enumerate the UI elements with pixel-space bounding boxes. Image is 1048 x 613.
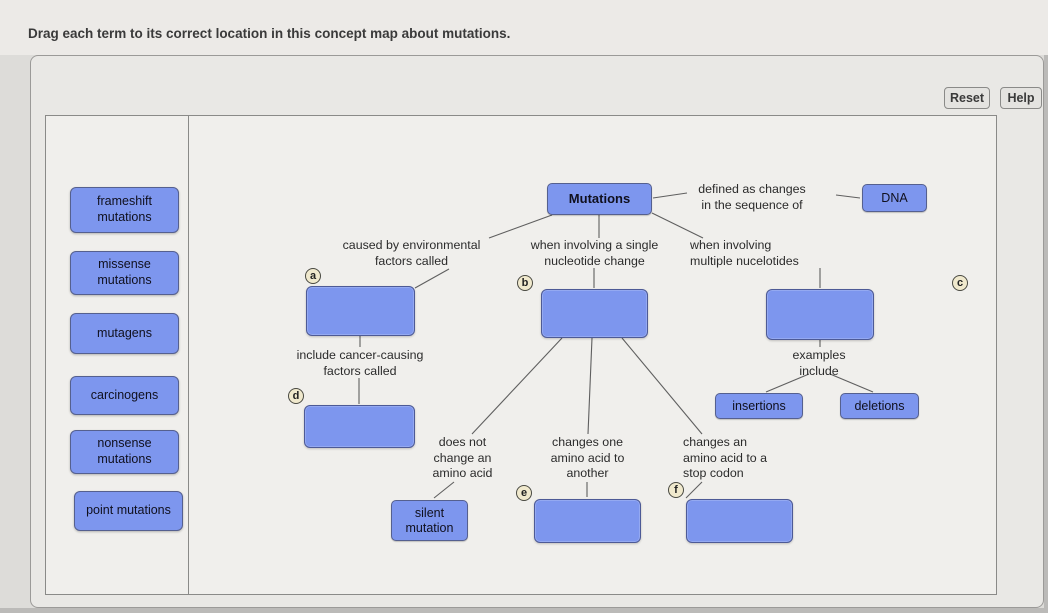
edge-defined-as: defined as changes in the sequence of [698, 182, 806, 212]
answer-slot-b[interactable] [541, 289, 648, 338]
answer-slot-c[interactable] [766, 289, 874, 340]
edge-changes-stop: changes an amino acid to a stop codon [683, 435, 768, 480]
term-tile-nonsense-mutations[interactable]: nonsense mutations [70, 430, 179, 474]
node-mutations: Mutations [547, 183, 652, 215]
term-tile-point-mutations[interactable]: point mutations [74, 491, 183, 531]
slot-letter-e: e [516, 485, 532, 501]
column-divider [188, 116, 189, 594]
connector-line [414, 268, 450, 289]
node-insertions: insertions [715, 393, 803, 419]
answer-slot-a[interactable] [306, 286, 415, 336]
slot-letter-f: f [668, 482, 684, 498]
page-background-band-bottom [0, 608, 1048, 613]
answer-slot-d[interactable] [304, 405, 415, 448]
connector-line [471, 337, 563, 435]
node-silent-mutation: silent mutation [391, 500, 468, 541]
slot-letter-c: c [952, 275, 968, 291]
answer-slot-f[interactable] [686, 499, 793, 543]
edge-single-nucleotide: when involving a single nucleotide chang… [530, 238, 659, 268]
edge-examples-include: examples include [792, 348, 846, 378]
connector-line [488, 214, 553, 239]
connector-line [685, 481, 703, 499]
term-tile-frameshift-mutations[interactable]: frameshift mutations [70, 187, 179, 233]
help-button[interactable]: Help [1000, 87, 1042, 109]
node-deletions: deletions [840, 393, 919, 419]
exercise-panel: Reset Help frameshift mutations [30, 55, 1044, 608]
slot-letter-d: d [288, 388, 304, 404]
slot-letter-b: b [517, 275, 533, 291]
answer-slot-e[interactable] [534, 499, 641, 543]
edge-does-not-change: does not change an amino acid [432, 435, 493, 480]
reset-button[interactable]: Reset [944, 87, 990, 109]
edge-changes-one: changes one amino acid to another [550, 435, 625, 480]
edge-multiple-nucleotides: when involving multiple nucelotides [690, 238, 799, 268]
slot-letter-a: a [305, 268, 321, 284]
page-header-band [0, 0, 1048, 55]
connector-line [621, 337, 703, 435]
term-tile-carcinogens[interactable]: carcinogens [70, 376, 179, 415]
instruction-text: Drag each term to its correct location i… [28, 26, 511, 41]
page-background-band-right [1044, 55, 1048, 613]
connector-line [651, 212, 704, 239]
term-tile-mutagens[interactable]: mutagens [70, 313, 179, 354]
node-dna: DNA [862, 184, 927, 212]
edge-cancer-causing: include cancer-causing factors called [296, 348, 424, 378]
term-tile-missense-mutations[interactable]: missense mutations [70, 251, 179, 295]
connector-line [433, 481, 455, 499]
edge-caused-by: caused by environmental factors called [342, 238, 481, 268]
connector-line [587, 337, 593, 435]
concept-map-workspace: frameshift mutations missense mutations … [45, 115, 997, 595]
